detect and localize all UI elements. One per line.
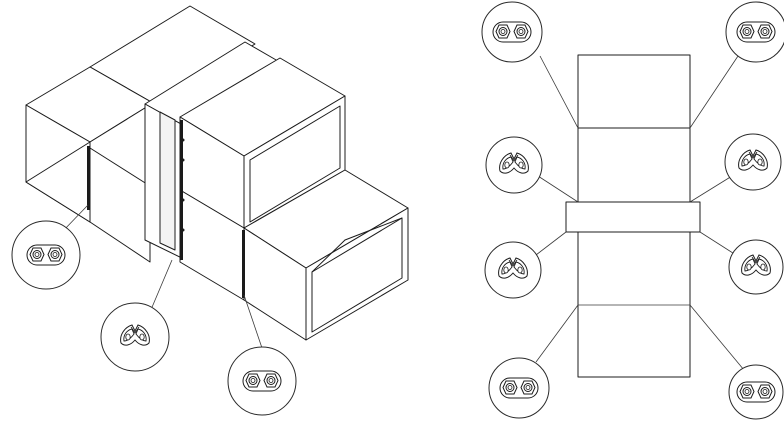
hex-nut-pair-icon <box>242 370 282 392</box>
detail-callout-top-8 <box>728 364 784 420</box>
isometric-view <box>11 5 409 416</box>
hex-nut-pair-icon <box>736 21 776 43</box>
top-view <box>481 1 784 420</box>
hex-nut-pair-icon <box>26 244 66 266</box>
duct-box-right-upper <box>179 57 346 229</box>
detail-callout-top-2 <box>725 1 784 63</box>
hex-nut-pair-icon <box>499 377 539 399</box>
detail-callout-iso-2 <box>100 302 170 372</box>
top-view-collar <box>565 201 701 233</box>
detail-callout-top-4 <box>724 133 782 191</box>
detail-callout-top-1 <box>481 1 543 63</box>
duct-box-front-left <box>25 107 151 263</box>
leader-lines-top <box>535 55 745 371</box>
hex-nut-pair-icon <box>492 21 532 43</box>
detail-callout-iso-3 <box>227 346 297 416</box>
detail-callout-top-5 <box>484 241 542 299</box>
detail-callout-top-6 <box>728 239 784 295</box>
hex-nut-pair-icon <box>736 381 776 403</box>
duct-box-right-lower <box>179 169 409 341</box>
detail-callout-top-7 <box>488 357 550 419</box>
detail-callout-iso-1 <box>11 220 81 290</box>
detail-callout-top-3 <box>485 136 543 194</box>
fastener-joint-marks <box>87 120 245 298</box>
